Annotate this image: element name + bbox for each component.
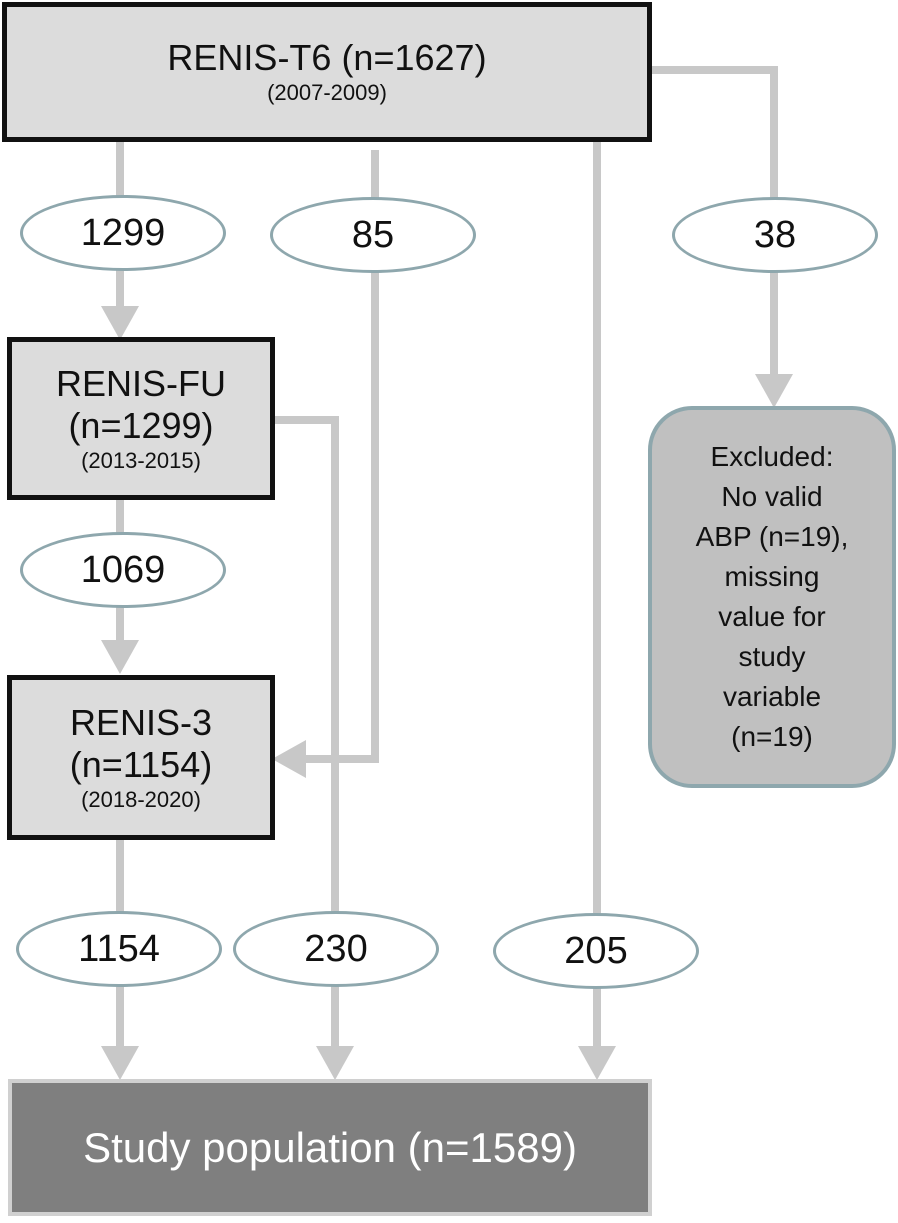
connector-t6-38 [650, 66, 778, 380]
flow-count-oval: 85 [270, 197, 476, 273]
excluded-line: ABP (n=19), [695, 521, 849, 552]
study-population-box: Study population (n=1589) [8, 1079, 652, 1216]
arrow-head-renis3 [101, 640, 139, 674]
excluded-line: (n=19) [731, 721, 813, 752]
flow-count-renis3-study: 1154 [78, 927, 160, 970]
arrow-head-fu [101, 306, 139, 340]
flow-count-fu-renis3: 1069 [80, 548, 166, 591]
renis-3-title: RENIS-3 [69, 701, 213, 743]
flow-count-t6-excluded: 38 [753, 213, 797, 256]
renis-3-box: RENIS-3 (n=1154) (2018-2020) [7, 675, 275, 840]
excluded-line: missing [724, 561, 820, 592]
arrow-head-study-middle [316, 1046, 354, 1080]
flow-count-oval: 38 [672, 197, 878, 273]
flow-count-oval: 1299 [20, 195, 226, 271]
excluded-line: Excluded: [710, 441, 834, 472]
arrow-head-excluded [755, 374, 793, 408]
flow-count-t6-renis3: 85 [351, 213, 395, 256]
renis-fu-years: (2013-2015) [81, 447, 201, 473]
renis-3-years: (2018-2020) [81, 786, 201, 812]
connector-fu-230 [272, 416, 339, 1050]
flow-count-fu-study: 230 [304, 927, 368, 970]
arrow-head-renis3-side [272, 740, 306, 778]
flow-count-oval: 205 [493, 913, 699, 989]
arrow-head-study-right [578, 1046, 616, 1080]
excluded-line: No valid [721, 481, 823, 512]
excluded-line: value for [718, 601, 826, 632]
renis-fu-count: (n=1299) [68, 404, 214, 446]
renis-t6-box: RENIS-T6 (n=1627) (2007-2009) [2, 2, 652, 142]
flow-count-oval: 230 [233, 911, 439, 987]
renis-3-count: (n=1154) [69, 743, 213, 785]
renis-fu-box: RENIS-FU (n=1299) (2013-2015) [7, 337, 275, 500]
excluded-box: Excluded: No valid ABP (n=19), missing v… [648, 406, 896, 788]
renis-fu-title: RENIS-FU [56, 362, 226, 404]
flow-count-t6-study: 205 [564, 929, 628, 972]
flow-count-oval: 1069 [20, 532, 226, 608]
arrow-head-study-left [101, 1046, 139, 1080]
study-population-title: Study population (n=1589) [83, 1123, 577, 1171]
flow-count-t6-fu: 1299 [80, 211, 166, 254]
renis-t6-years: (2007-2009) [267, 80, 387, 105]
excluded-line: variable [722, 681, 822, 712]
flow-count-oval: 1154 [16, 911, 222, 987]
excluded-line: study [738, 641, 806, 672]
renis-t6-title: RENIS-T6 (n=1627) [167, 37, 487, 78]
